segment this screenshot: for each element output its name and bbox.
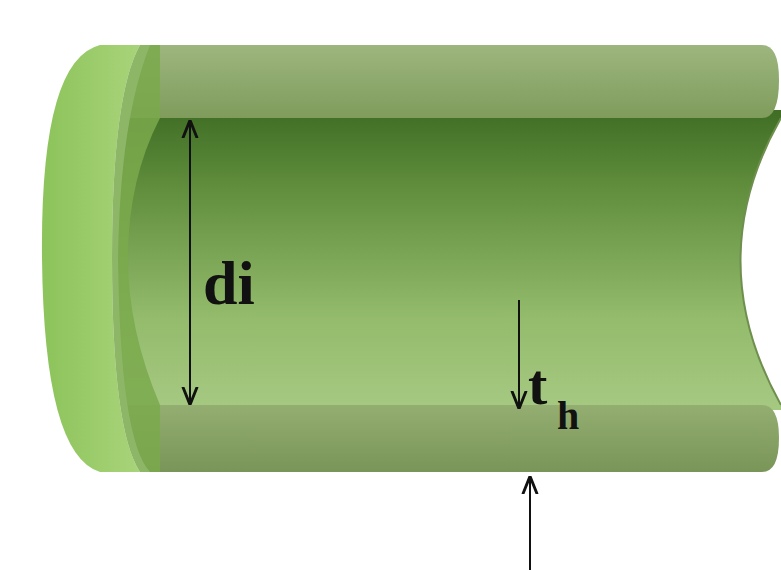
diameter-label: di <box>203 252 255 314</box>
thickness-label: t <box>528 356 547 414</box>
inner-surface <box>100 110 781 410</box>
right-edge <box>741 118 781 405</box>
di-arrow <box>189 122 191 403</box>
thickness-arrow-bottom <box>529 478 531 570</box>
right-cut <box>741 118 781 405</box>
bottom-wall <box>100 405 779 472</box>
top-wall <box>100 45 779 118</box>
subscript-label: h <box>557 396 579 436</box>
thickness-arrow-top <box>518 300 520 407</box>
left-rim-inner <box>112 45 160 472</box>
